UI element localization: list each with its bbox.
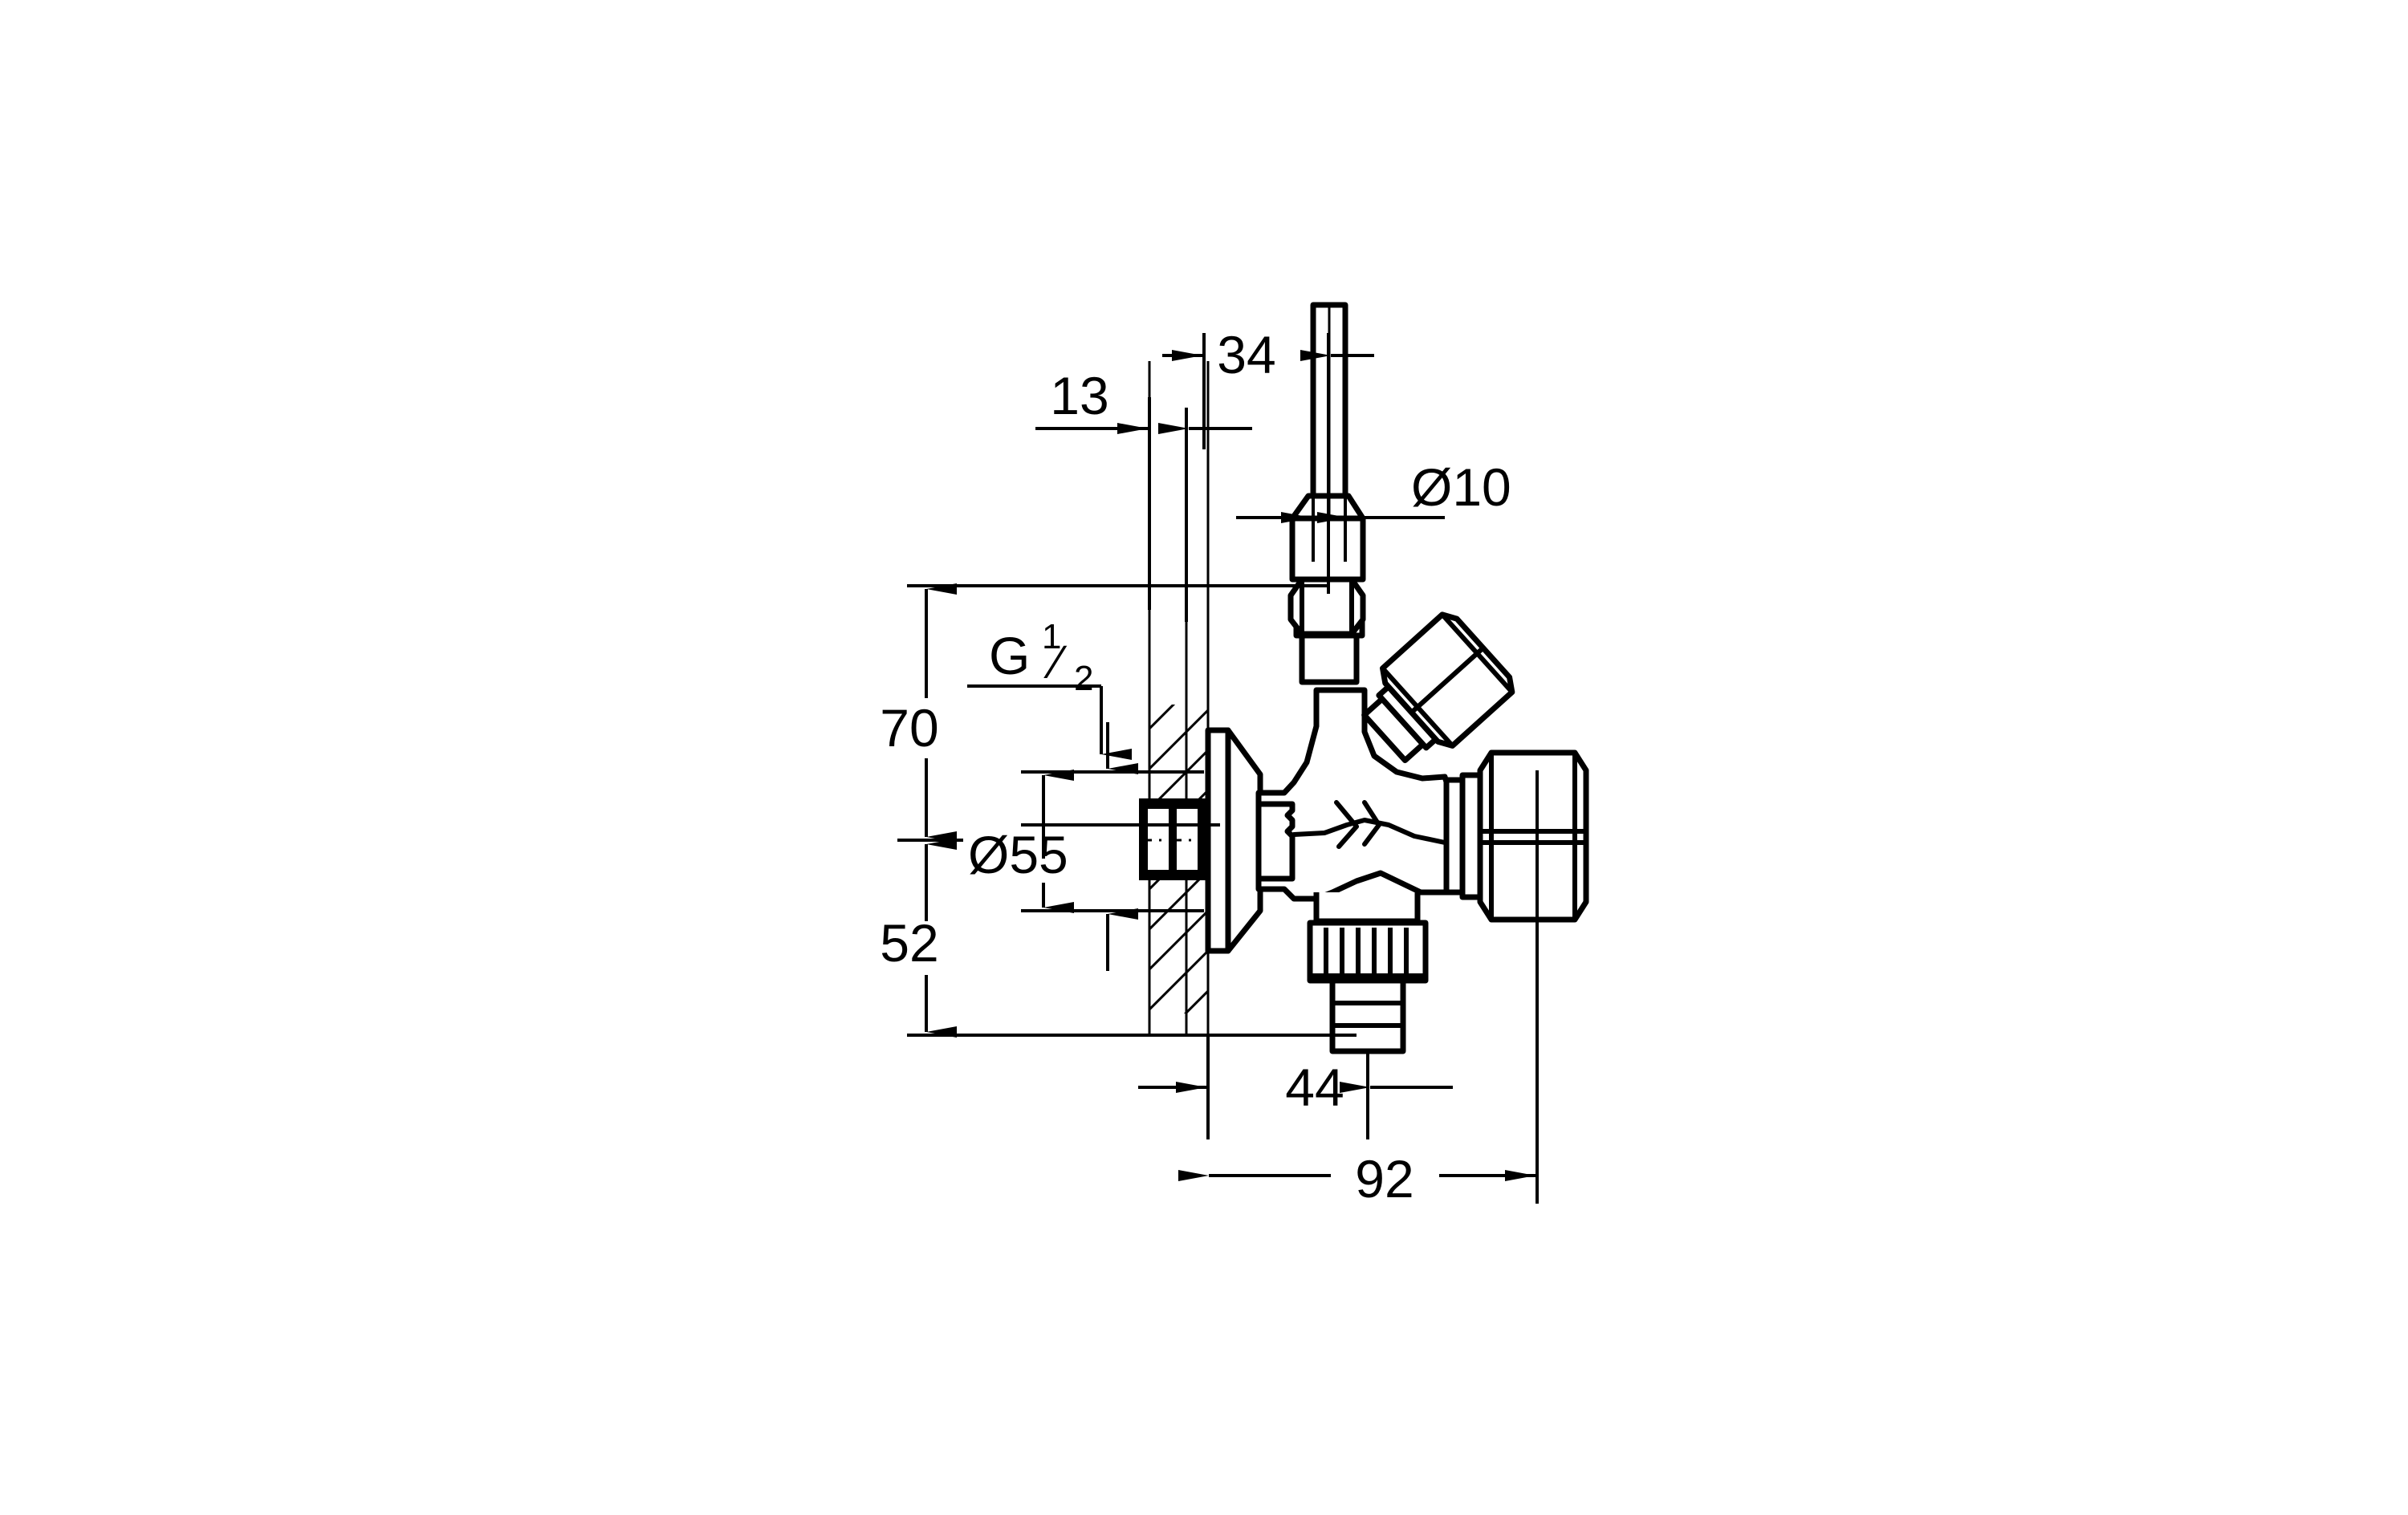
dimension-13 bbox=[1035, 397, 1252, 622]
dimension-92 bbox=[1178, 770, 1539, 1204]
angled-hex-connector bbox=[1361, 611, 1515, 764]
outlet-hex-nut bbox=[1443, 749, 1589, 923]
dimension-label-34: 34 bbox=[1217, 325, 1275, 384]
dimension-label-70: 70 bbox=[880, 698, 938, 758]
dimension-label-44: 44 bbox=[1285, 1058, 1344, 1117]
thread-callout-denominator: 2 bbox=[1074, 659, 1093, 698]
valve-body bbox=[1255, 687, 1456, 902]
dimension-diameter-10 bbox=[1236, 481, 1445, 562]
dimension-label-13: 13 bbox=[1050, 366, 1108, 425]
dimension-label-diameter-55: Ø55 bbox=[968, 825, 1068, 884]
thread-callout-leader bbox=[967, 684, 1132, 760]
wall-thread-stud bbox=[1139, 798, 1211, 880]
dimension-label-diameter-10: Ø10 bbox=[1411, 457, 1511, 517]
thread-callout-g: G bbox=[989, 626, 1030, 685]
escutcheon-flange bbox=[1205, 727, 1263, 954]
dimension-label-92: 92 bbox=[1355, 1149, 1413, 1208]
hose-connector-assembly bbox=[1307, 892, 1429, 1054]
dimension-70-52-chain bbox=[897, 583, 1357, 1038]
dimension-label-52: 52 bbox=[880, 913, 938, 973]
dimension-44 bbox=[1138, 1035, 1453, 1139]
thread-callout-numerator: 1 bbox=[1042, 617, 1061, 656]
dimension-diameter-55 bbox=[1021, 722, 1220, 971]
